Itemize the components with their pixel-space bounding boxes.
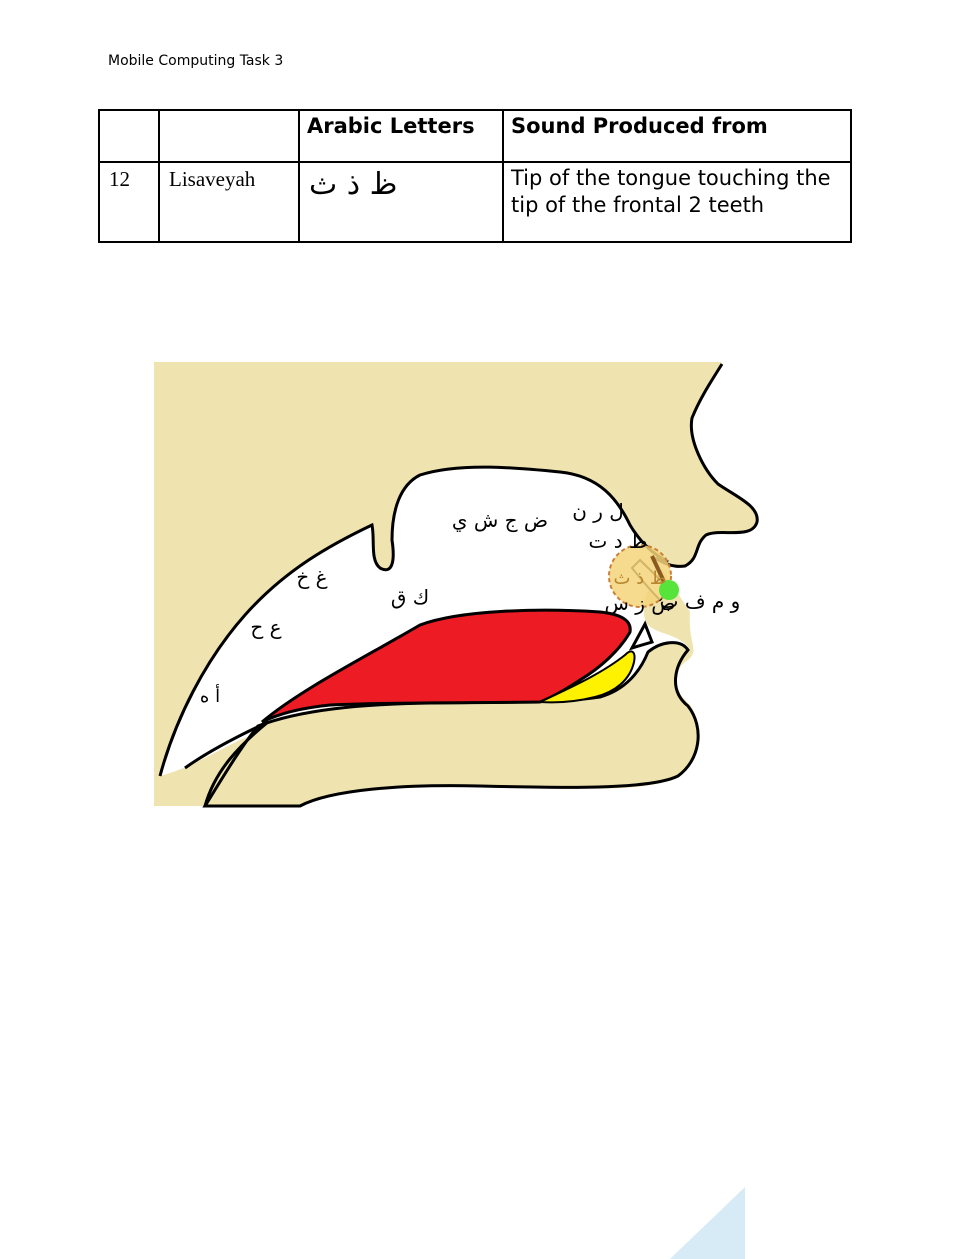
row-number-cell: 12 — [98, 161, 160, 243]
label-hamza-ha: أ ه — [200, 684, 220, 707]
palate-outline — [158, 465, 669, 777]
header-arabic-letters: Arabic Letters — [307, 114, 475, 138]
nose-lip-outline — [654, 363, 759, 568]
row-name-cell: Lisaveyah — [158, 161, 300, 243]
row-letters-cell: ظ ذ ث — [298, 161, 504, 243]
label-palate: ض ج ش ي — [452, 508, 548, 533]
label-ghayn-kha: غ خ — [296, 565, 327, 589]
articulation-point-marker — [659, 580, 679, 600]
label-lam-ra-nun: ل ر ن — [572, 499, 624, 523]
table-row: 12 Lisaveyah ظ ذ ث Tip of the tongue tou… — [98, 161, 852, 243]
header-sound-produced: Sound Produced from — [511, 114, 768, 138]
label-sad-zay-sin: ص ز س — [605, 591, 676, 615]
articulation-arrow — [650, 555, 668, 587]
row-description: Tip of the tongue touching the tip of th… — [511, 166, 831, 217]
header-cell-number — [98, 109, 160, 163]
header-cell-sound: Sound Produced from — [502, 109, 852, 163]
articulation-highlight — [608, 544, 672, 608]
head-background — [154, 362, 758, 806]
tongue-tip — [536, 650, 636, 704]
header-cell-letters: Arabic Letters — [298, 109, 504, 163]
row-description-cell: Tip of the tongue touching the tip of th… — [502, 161, 852, 243]
lower-jaw — [202, 641, 700, 808]
lower-tooth — [628, 620, 654, 651]
label-qaf-kaf: ك ق — [391, 585, 429, 609]
upper-teeth — [630, 558, 670, 602]
label-lips: و م ف ب — [660, 589, 741, 613]
header-cell-name — [158, 109, 300, 163]
row-number: 12 — [109, 167, 130, 191]
oral-cavity — [160, 467, 694, 806]
corner-triangle — [670, 1187, 745, 1259]
tongue — [261, 608, 632, 724]
label-highlight-letters: ظ ذ ث — [613, 568, 666, 589]
throat-outline — [184, 720, 269, 807]
document-header: Mobile Computing Task 3 — [108, 53, 284, 69]
row-name: Lisaveyah — [169, 167, 256, 191]
label-ta-dal: ط د ت — [589, 529, 648, 553]
row-arabic-letters: ظ ذ ث — [309, 167, 398, 202]
table-header-row: Arabic Letters Sound Produced from — [98, 109, 852, 163]
articulation-table: Arabic Letters Sound Produced from 12 Li… — [98, 109, 852, 243]
label-ayn-ha: ع ح — [250, 615, 281, 639]
